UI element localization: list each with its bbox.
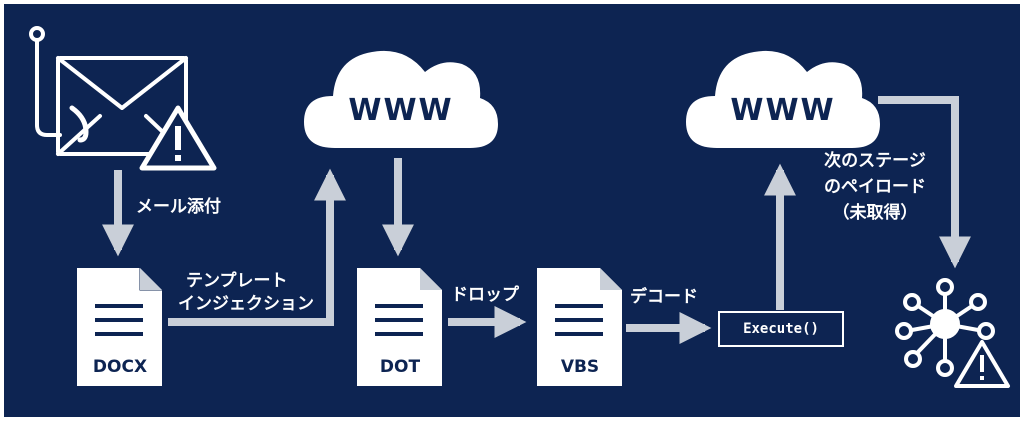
cloud-icon — [686, 50, 880, 148]
document-label-docx: DOCX — [92, 357, 148, 377]
cloud-label-2: WWW — [730, 93, 836, 128]
warning-triangle-icon — [139, 105, 217, 171]
arrow-docx-to-cloud1 — [168, 168, 346, 326]
network-hub-icon — [895, 278, 995, 377]
cloud-icon — [304, 50, 498, 148]
execute-box: Execute() — [718, 311, 844, 347]
label-next-stage-line2: のペイロード — [824, 177, 926, 197]
document-icon — [77, 268, 162, 386]
arrow-cloud2-to-network — [878, 96, 971, 269]
label-template-injection-line2: インジェクション — [178, 294, 314, 314]
label-attachment: メール添付 — [136, 197, 221, 217]
label-decode: デコード — [630, 287, 698, 307]
label-next-stage-line3: （未取得） — [832, 203, 918, 223]
document-icon — [357, 268, 442, 386]
label-drop: ドロップ — [451, 285, 519, 305]
cloud-label-1: WWW — [348, 93, 454, 128]
document-label-vbs: VBS — [560, 357, 600, 377]
flow-arrows — [102, 96, 971, 344]
document-icon — [537, 268, 622, 386]
document-label-dot: DOT — [379, 357, 421, 377]
label-template-injection-line1: テンプレート — [186, 271, 288, 291]
envelope-with-hook-icon — [29, 26, 188, 156]
warning-triangle-icon — [954, 340, 1010, 388]
label-next-stage-line1: 次のステージ — [824, 151, 926, 171]
